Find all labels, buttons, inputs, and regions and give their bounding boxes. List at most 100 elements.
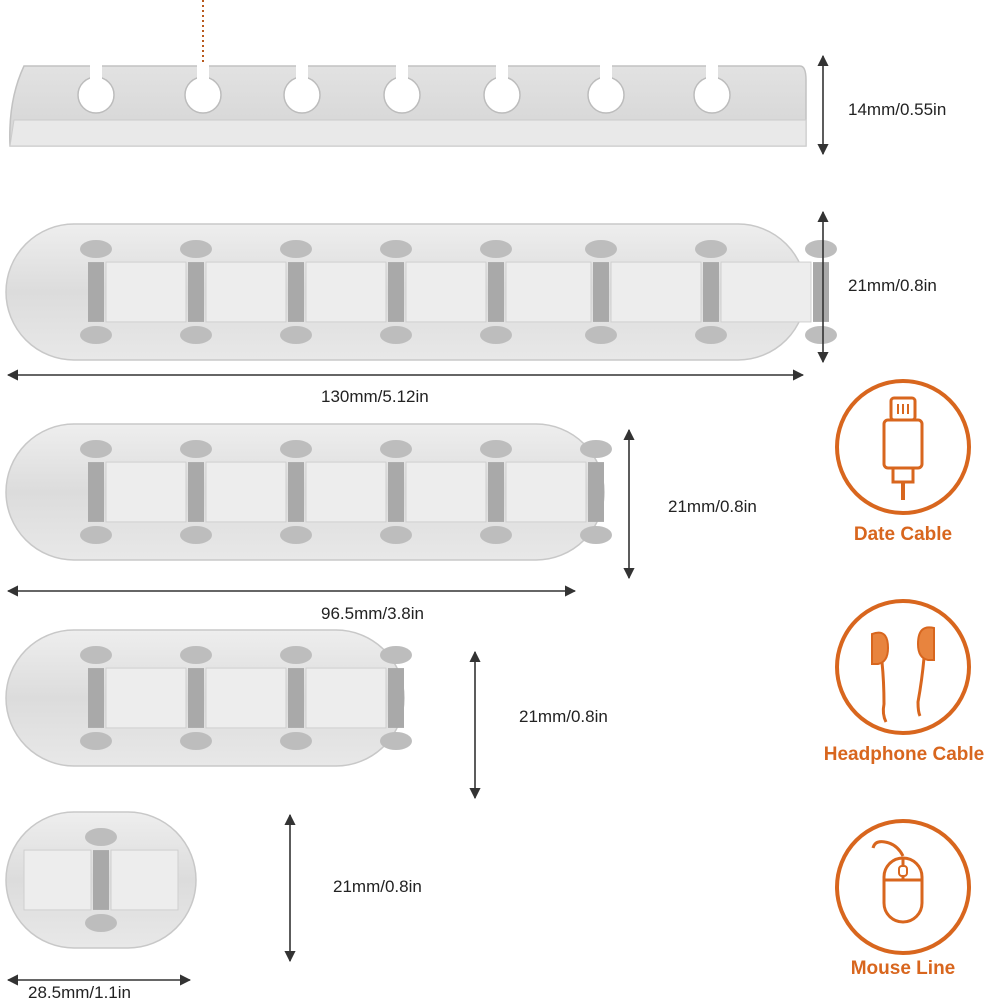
organizer-7-slot: [5, 223, 837, 361]
cable-groove: [188, 262, 204, 322]
groove-bottom: [85, 914, 117, 932]
groove-bottom: [280, 526, 312, 544]
groove-top: [480, 240, 512, 258]
cable-groove: [188, 462, 204, 522]
groove-bottom: [585, 326, 617, 344]
side-slot-hole: [383, 76, 421, 114]
clip-block: [305, 667, 387, 729]
side-slot-hole: [587, 76, 625, 114]
groove-bottom: [80, 732, 112, 750]
groove-top: [80, 646, 112, 664]
groove-bottom: [80, 326, 112, 344]
cable-groove: [188, 668, 204, 728]
groove-bottom: [180, 732, 212, 750]
side-slot-opening: [90, 62, 102, 82]
groove-top: [85, 828, 117, 846]
groove-top: [695, 240, 727, 258]
side-slot-opening: [296, 62, 308, 82]
groove-bottom: [480, 526, 512, 544]
cable-groove: [288, 462, 304, 522]
groove-top: [80, 440, 112, 458]
groove-top: [80, 240, 112, 258]
side-slot-opening: [396, 62, 408, 82]
cable-groove: [88, 462, 104, 522]
groove-bottom: [380, 526, 412, 544]
groove-bottom: [380, 326, 412, 344]
organizer-3-slot: [5, 629, 412, 767]
clip-block: [305, 461, 387, 523]
groove-top: [585, 240, 617, 258]
groove-bottom: [380, 732, 412, 750]
organizer-7-height-label: 21mm/0.8in: [848, 276, 937, 295]
groove-top: [280, 440, 312, 458]
top-height-label: 14mm/0.55in: [848, 100, 947, 119]
clip-block: [205, 667, 287, 729]
groove-bottom: [80, 526, 112, 544]
cable-groove: [488, 262, 504, 322]
organizer-5-height-label: 21mm/0.8in: [668, 497, 757, 516]
cable-groove: [488, 462, 504, 522]
groove-top: [380, 646, 412, 664]
groove-bottom: [580, 526, 612, 544]
side-slot-hole: [77, 76, 115, 114]
cable-groove: [388, 668, 404, 728]
cable-groove: [88, 262, 104, 322]
earphones-icon: [835, 599, 971, 735]
clip-block: [110, 849, 179, 911]
groove-bottom: [480, 326, 512, 344]
organizer-1-length-label: 28.5mm/1.1in: [28, 983, 131, 1002]
organizer-1-slot: [5, 811, 197, 949]
clip-block: [720, 261, 812, 323]
side-slot-opening: [706, 62, 718, 82]
usb-cable-icon: [835, 379, 971, 515]
cable-groove: [813, 262, 829, 322]
organizer-side-view: [9, 62, 807, 147]
cable-groove: [388, 262, 404, 322]
clip-block: [405, 461, 487, 523]
groove-top: [180, 440, 212, 458]
organizer-1-height-label: 21mm/0.8in: [333, 877, 422, 896]
clip-block: [105, 261, 187, 323]
date-cable-label: Date Cable: [853, 524, 953, 545]
groove-bottom: [180, 526, 212, 544]
organizer-3-height-label: 21mm/0.8in: [519, 707, 608, 726]
side-slot-opening: [600, 62, 612, 82]
organizer-5-slot: [5, 423, 612, 561]
groove-top: [805, 240, 837, 258]
clip-block: [205, 261, 287, 323]
organizer-7-length-label: 130mm/5.12in: [321, 387, 429, 406]
groove-top: [180, 646, 212, 664]
side-slot-hole: [483, 76, 521, 114]
side-slot-opening: [496, 62, 508, 82]
clip-block: [23, 849, 92, 911]
clip-block: [305, 261, 387, 323]
mouse-icon: [835, 819, 971, 955]
groove-top: [280, 240, 312, 258]
headphone-cable-label: Headphone Cable: [823, 744, 985, 765]
cable-groove: [93, 850, 109, 910]
side-slot-hole: [693, 76, 731, 114]
groove-top: [480, 440, 512, 458]
groove-top: [380, 440, 412, 458]
side-slot-hole: [283, 76, 321, 114]
groove-top: [180, 240, 212, 258]
groove-bottom: [280, 732, 312, 750]
cable-groove: [388, 462, 404, 522]
clip-block: [405, 261, 487, 323]
groove-bottom: [180, 326, 212, 344]
groove-top: [280, 646, 312, 664]
side-slot-opening: [197, 62, 209, 82]
cable-groove: [703, 262, 719, 322]
clip-block: [505, 261, 592, 323]
groove-bottom: [805, 326, 837, 344]
cable-groove: [593, 262, 609, 322]
clip-block: [105, 461, 187, 523]
clip-block: [105, 667, 187, 729]
groove-bottom: [695, 326, 727, 344]
mouse-line-label: Mouse Line: [850, 958, 956, 979]
organizer-5-length-label: 96.5mm/3.8in: [321, 604, 424, 623]
side-slot-hole: [184, 76, 222, 114]
cable-groove: [588, 462, 604, 522]
